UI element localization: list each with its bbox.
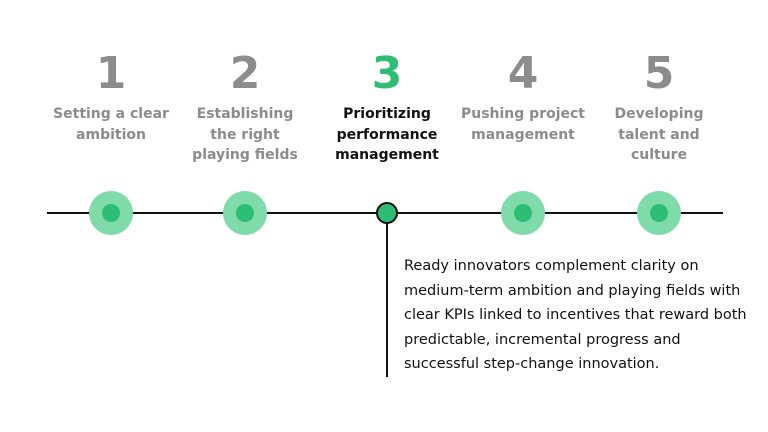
step-number: 5 bbox=[643, 48, 675, 99]
step-label: Developing talent and culture bbox=[614, 106, 704, 163]
step-number: 4 bbox=[507, 48, 539, 99]
milestone-marker-4[interactable] bbox=[501, 191, 545, 235]
milestone-dot bbox=[514, 204, 532, 222]
step-1: 1 Setting a clear ambition bbox=[41, 48, 181, 145]
step-4: 4 Pushing project management bbox=[453, 48, 593, 145]
connector-line bbox=[386, 213, 388, 377]
milestone-dot bbox=[102, 204, 120, 222]
step-label: Setting a clear ambition bbox=[53, 106, 169, 143]
step-description: Ready innovators complement clarity on m… bbox=[404, 258, 747, 372]
step-5: 5 Developing talent and culture bbox=[589, 48, 729, 166]
step-label: Prioritizing performance management bbox=[335, 106, 439, 163]
milestone-dot bbox=[650, 204, 668, 222]
step-label: Pushing project management bbox=[460, 106, 586, 143]
step-label: Establishing the right playing fields bbox=[192, 106, 298, 163]
milestone-marker-5[interactable] bbox=[637, 191, 681, 235]
milestone-marker-3-active[interactable] bbox=[376, 202, 398, 224]
step-2: 2 Establishing the right playing fields bbox=[175, 48, 315, 166]
step-number: 1 bbox=[95, 48, 127, 99]
milestone-dot bbox=[236, 204, 254, 222]
milestone-marker-2[interactable] bbox=[223, 191, 267, 235]
milestone-marker-1[interactable] bbox=[89, 191, 133, 235]
step-number: 2 bbox=[229, 48, 261, 99]
step-number: 3 bbox=[371, 48, 403, 99]
step-3: 3 Prioritizing performance management bbox=[317, 48, 457, 166]
